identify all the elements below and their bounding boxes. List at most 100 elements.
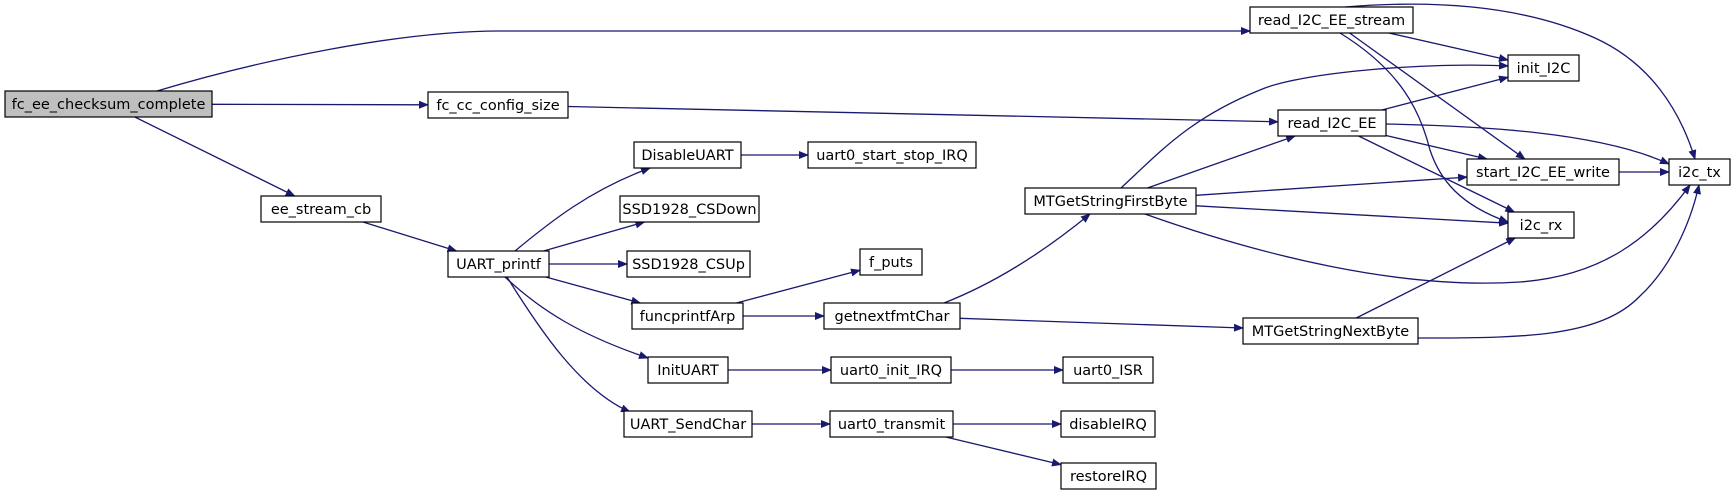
node-box[interactable]: [623, 410, 753, 438]
node-box[interactable]: [4, 90, 213, 118]
node-label: read_I2C_EE: [1287, 116, 1376, 132]
node-InitUART[interactable]: InitUART: [647, 356, 729, 384]
node-box[interactable]: [427, 91, 569, 119]
node-uart0_start_stop_IRQ[interactable]: uart0_start_stop_IRQ: [807, 141, 977, 169]
edge-uart0_transmit-to-restoreIRQ: [945, 436, 1062, 467]
node-uart0_ISR[interactable]: uart0_ISR: [1062, 356, 1154, 384]
node-box[interactable]: [1060, 410, 1156, 438]
edge-read_I2C_EE-to-i2c_rx: [1358, 135, 1516, 213]
node-box[interactable]: [1024, 187, 1197, 215]
node-box[interactable]: [1062, 356, 1154, 384]
edge-read_I2C_EE-to-i2c_tx: [1385, 123, 1670, 165]
node-box[interactable]: [626, 250, 751, 278]
node-label: fc_ee_checksum_complete: [12, 97, 206, 113]
node-MTGetStringNextByte[interactable]: MTGetStringNextByte: [1242, 317, 1419, 345]
edge-MTGetStringFirstByte-to-i2c_rx: [1195, 205, 1509, 227]
node-box[interactable]: [619, 195, 760, 223]
node-box[interactable]: [859, 248, 923, 276]
node-box[interactable]: [260, 195, 382, 223]
node-uart0_transmit[interactable]: uart0_transmit: [829, 410, 954, 438]
edge-ee_stream_cb-to-UART_printf: [362, 221, 458, 253]
node-label: uart0_start_stop_IRQ: [816, 148, 968, 164]
node-i2c_tx[interactable]: i2c_tx: [1668, 158, 1731, 186]
edge-getnextfmtChar-to-MTGetStringNextByte: [959, 317, 1244, 332]
node-label: fc_cc_config_size: [436, 98, 559, 114]
node-disableIRQ[interactable]: disableIRQ: [1060, 410, 1156, 438]
node-box[interactable]: [1466, 158, 1620, 186]
edge-getnextfmtChar-to-MTGetStringFirstByte: [943, 213, 1091, 304]
edge-read_I2C_EE-to-start_I2C_EE_write: [1385, 134, 1488, 161]
node-label: disableIRQ: [1069, 417, 1147, 433]
edge-MTGetStringFirstByte-to-start_I2C_EE_write: [1195, 173, 1468, 196]
node-label: uart0_transmit: [838, 417, 946, 433]
node-f_puts[interactable]: f_puts: [859, 248, 923, 276]
node-read_I2C_EE[interactable]: read_I2C_EE: [1277, 109, 1387, 137]
node-box[interactable]: [647, 356, 729, 384]
node-fc_ee_checksum_complete[interactable]: fc_ee_checksum_complete: [4, 90, 213, 118]
node-read_I2C_EE_stream[interactable]: read_I2C_EE_stream: [1249, 6, 1414, 34]
node-label: SSD1928_CSUp: [632, 257, 745, 273]
node-fc_cc_config_size[interactable]: fc_cc_config_size: [427, 91, 569, 119]
node-label: funcprintfArp: [640, 309, 736, 325]
edge-UART_printf-to-InitUART: [504, 276, 649, 359]
node-label: getnextfmtChar: [834, 309, 949, 325]
node-label: f_puts: [869, 255, 913, 271]
edge-read_I2C_EE-to-init_I2C: [1381, 75, 1509, 111]
node-box[interactable]: [1242, 317, 1419, 345]
node-label: UART_SendChar: [630, 417, 746, 433]
edge-UART_printf-to-SSD1928_CSDown: [543, 220, 646, 252]
node-label: SSD1928_CSDown: [622, 202, 756, 218]
node-SSD1928_CSUp[interactable]: SSD1928_CSUp: [626, 250, 751, 278]
edge-fc_ee_checksum_complete-to-fc_cc_config_size: [211, 100, 429, 109]
node-start_I2C_EE_write[interactable]: start_I2C_EE_write: [1466, 158, 1620, 186]
node-label: ee_stream_cb: [271, 202, 371, 218]
node-DisableUART[interactable]: DisableUART: [633, 141, 742, 169]
node-box[interactable]: [823, 302, 961, 330]
node-label: restoreIRQ: [1070, 469, 1147, 485]
node-init_I2C[interactable]: init_I2C: [1507, 54, 1580, 82]
edge-read_I2C_EE_stream-to-init_I2C: [1388, 32, 1509, 62]
edge-UART_printf-to-UART_SendChar: [506, 276, 631, 413]
node-UART_SendChar[interactable]: UART_SendChar: [623, 410, 753, 438]
node-uart0_init_IRQ[interactable]: uart0_init_IRQ: [830, 356, 952, 384]
node-getnextfmtChar[interactable]: getnextfmtChar: [823, 302, 961, 330]
edge-funcprintfArp-to-f_puts: [736, 268, 861, 304]
node-ee_stream_cb[interactable]: ee_stream_cb: [260, 195, 382, 223]
edge-UART_printf-to-DisableUART: [514, 167, 651, 252]
node-label: uart0_init_IRQ: [840, 363, 942, 379]
node-box[interactable]: [1507, 211, 1575, 239]
edge-MTGetStringFirstByte-to-read_I2C_EE: [1147, 135, 1297, 189]
node-label: i2c_tx: [1678, 165, 1721, 181]
edge-read_I2C_EE_stream-to-i2c_rx: [1339, 32, 1509, 223]
node-box[interactable]: [807, 141, 977, 169]
node-box[interactable]: [631, 302, 744, 330]
edge-MTGetStringNextByte-to-i2c_tx: [1417, 184, 1701, 339]
edge-read_I2C_EE_stream-to-i2c_tx: [1344, 3, 1697, 160]
edge-fc_cc_config_size-to-read_I2C_EE: [567, 105, 1279, 126]
node-box[interactable]: [633, 141, 742, 169]
node-box[interactable]: [1277, 109, 1387, 137]
node-box[interactable]: [1060, 462, 1157, 490]
edge-UART_printf-to-funcprintfArp: [545, 276, 642, 305]
node-MTGetStringFirstByte[interactable]: MTGetStringFirstByte: [1024, 187, 1197, 215]
edge-fc_ee_checksum_complete-to-read_I2C_EE_stream: [156, 27, 1251, 92]
node-restoreIRQ[interactable]: restoreIRQ: [1060, 462, 1157, 490]
node-i2c_rx[interactable]: i2c_rx: [1507, 211, 1575, 239]
node-box[interactable]: [1249, 6, 1414, 34]
node-UART_printf[interactable]: UART_printf: [447, 250, 550, 278]
node-label: uart0_ISR: [1073, 363, 1143, 379]
node-box[interactable]: [1668, 158, 1731, 186]
node-label: DisableUART: [641, 148, 733, 164]
node-SSD1928_CSDown[interactable]: SSD1928_CSDown: [619, 195, 760, 223]
node-label: read_I2C_EE_stream: [1258, 13, 1405, 29]
node-box[interactable]: [829, 410, 954, 438]
edge-MTGetStringNextByte-to-i2c_rx: [1356, 237, 1517, 319]
node-label: MTGetStringFirstByte: [1033, 194, 1187, 210]
node-funcprintfArp[interactable]: funcprintfArp: [631, 302, 744, 330]
node-box[interactable]: [447, 250, 550, 278]
edge-MTGetStringFirstByte-to-i2c_tx: [1144, 184, 1691, 284]
node-box[interactable]: [830, 356, 952, 384]
node-box[interactable]: [1507, 54, 1580, 82]
edges-layer: [134, 3, 1701, 467]
